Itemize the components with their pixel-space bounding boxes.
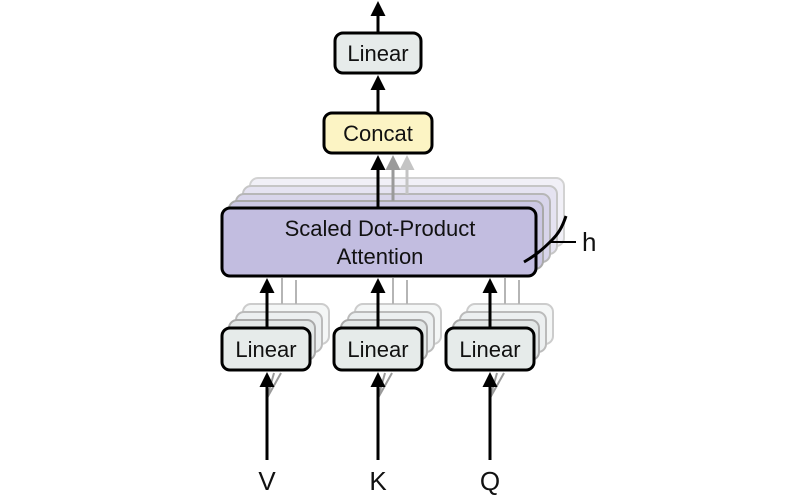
linear-k-label: Linear bbox=[347, 337, 408, 362]
scaled-dot-product-attention-box: Scaled Dot-Product Attention bbox=[220, 206, 538, 278]
linear-k-box: Linear bbox=[332, 326, 424, 372]
input-fan-arrows bbox=[266, 372, 505, 399]
heads-label: h bbox=[582, 227, 596, 257]
secondary-head-arrows bbox=[281, 278, 520, 304]
linear-v-label: Linear bbox=[235, 337, 296, 362]
heads-brace bbox=[523, 215, 568, 264]
attention-label-line1: Scaled Dot-Product bbox=[285, 216, 476, 241]
input-v-label: V bbox=[258, 466, 276, 496]
linear-output-label: Linear bbox=[347, 41, 408, 66]
input-q-label: Q bbox=[480, 466, 500, 496]
concat-box: Concat bbox=[322, 111, 434, 155]
attention-label-line2: Attention bbox=[337, 244, 424, 269]
concat-label: Concat bbox=[343, 121, 413, 146]
linear-v-box: Linear bbox=[220, 326, 312, 372]
linear-q-label: Linear bbox=[459, 337, 520, 362]
linear-output-box: Linear bbox=[333, 31, 423, 75]
input-k-label: K bbox=[369, 466, 387, 496]
linear-q-box: Linear bbox=[444, 326, 536, 372]
